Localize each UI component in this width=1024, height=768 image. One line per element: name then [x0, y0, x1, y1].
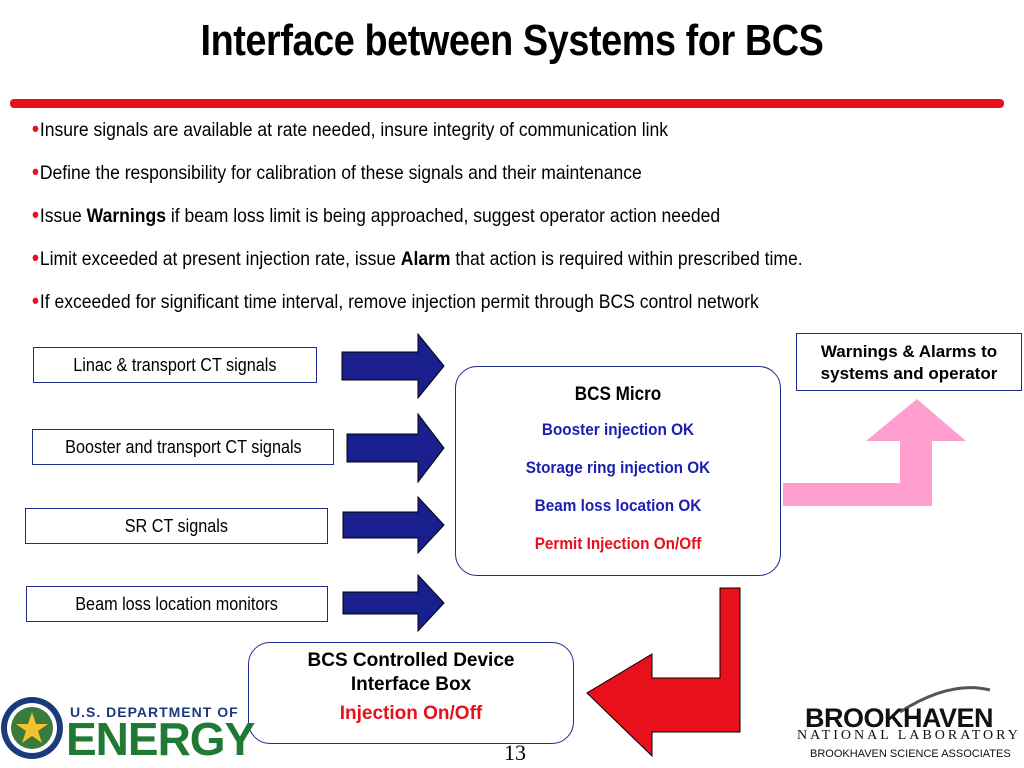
pink-arrow-icon: [783, 399, 966, 506]
input-beam-loss: Beam loss location monitors: [26, 586, 328, 622]
micro-permit: Permit Injection On/Off: [534, 534, 702, 553]
bnl-subtitle: NATIONAL LABORATORY: [797, 728, 1021, 743]
device-line: BCS Controlled Device: [307, 650, 515, 671]
energy-label: ENERGY: [66, 713, 255, 765]
bcs-micro-box: BCS Micro Booster injection OK Storage r…: [455, 366, 781, 576]
arrow-icon: [342, 573, 445, 633]
input-booster-ct: Booster and transport CT signals: [32, 429, 334, 465]
bullet-text: If exceeded for significant time interva…: [39, 291, 759, 313]
bnl-logo-text: BROOKHAVEN: [805, 703, 994, 733]
bullet-item: •Define the responsibility for calibrati…: [32, 159, 914, 202]
bullet-icon: •: [32, 245, 39, 270]
bullet-item: •Limit exceeded at present injection rat…: [32, 245, 914, 288]
input-label: Booster and transport CT signals: [64, 436, 302, 457]
warnings-line: Warnings & Alarms to: [820, 342, 998, 361]
input-arrows: [341, 332, 445, 633]
bullet-icon: •: [32, 288, 39, 313]
bullet-text: Define the responsibility for calibratio…: [39, 162, 642, 184]
bullet-item: •If exceeded for significant time interv…: [32, 288, 914, 331]
bnl-associates: BROOKHAVEN SCIENCE ASSOCIATES: [810, 748, 1011, 760]
page-number: 13: [504, 740, 526, 765]
input-sr-ct: SR CT signals: [25, 508, 328, 544]
input-label: Beam loss location monitors: [75, 593, 279, 614]
device-action: Injection On/Off: [339, 703, 483, 724]
bullet-text: if beam loss limit is being approached, …: [165, 205, 721, 227]
bullet-text: Limit exceeded at present injection rate…: [39, 248, 401, 270]
input-label: SR CT signals: [124, 515, 229, 536]
bullet-text: Issue: [39, 205, 87, 227]
bullet-text: that action is required within prescribe…: [450, 248, 803, 270]
title-rule: [10, 99, 1004, 108]
input-label: Linac & transport CT signals: [73, 354, 277, 375]
doe-label: U.S. DEPARTMENT OF: [70, 704, 239, 720]
device-line: Interface Box: [350, 674, 472, 695]
bullet-icon: •: [32, 159, 39, 184]
bullet-emphasis: Warnings: [86, 205, 166, 227]
red-arrow-icon: [586, 587, 741, 758]
arrow-icon: [342, 495, 445, 555]
micro-line-beamloss: Beam loss location OK: [534, 496, 702, 515]
bullet-item: •Insure signals are available at rate ne…: [32, 116, 914, 159]
micro-line-booster: Booster injection OK: [541, 420, 695, 439]
micro-heading: BCS Micro: [574, 384, 662, 405]
input-linac-ct: Linac & transport CT signals: [33, 347, 317, 383]
arrow-icon: [341, 332, 445, 400]
device-interface-box: BCS Controlled Device Interface Box Inje…: [248, 642, 574, 744]
slide-title: Interface between Systems for BCS: [200, 16, 824, 65]
warnings-box: Warnings & Alarms to systems and operato…: [796, 333, 1022, 391]
bullet-list: •Insure signals are available at rate ne…: [32, 116, 1012, 331]
bullet-emphasis: Alarm: [400, 248, 451, 270]
bullet-icon: •: [32, 202, 39, 227]
bullet-icon: •: [32, 116, 39, 141]
bullet-text: Insure signals are available at rate nee…: [39, 119, 669, 141]
micro-line-storage: Storage ring injection OK: [525, 458, 711, 477]
warnings-line: systems and operator: [820, 364, 998, 383]
arrow-icon: [346, 412, 445, 484]
bullet-item: •Issue Warnings if beam loss limit is be…: [32, 202, 914, 245]
